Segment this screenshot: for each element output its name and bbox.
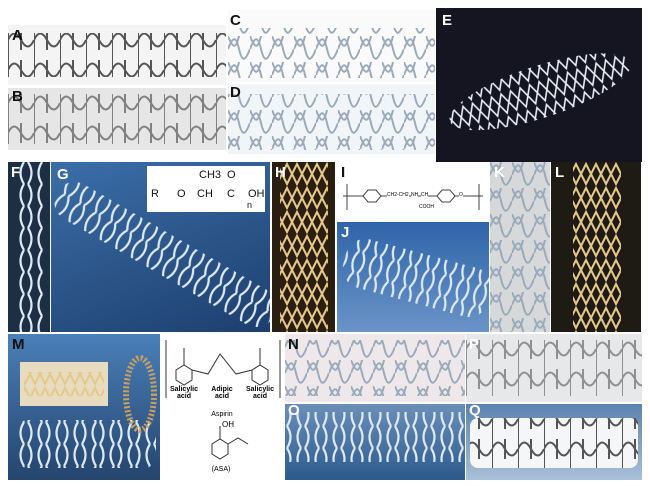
panel-label: P <box>469 336 480 353</box>
panel-q: Q <box>466 404 642 480</box>
panel-label: F <box>11 164 21 181</box>
pla-structure: R O CH CH3 C O n OH <box>147 166 265 212</box>
panel-g: G R O CH CH3 C O n OH <box>51 162 270 332</box>
panel-label: E <box>442 12 453 29</box>
panel-label: N <box>288 336 299 353</box>
panel-i: I CH2-CH2 NH CH COOH O <box>337 162 489 222</box>
panel-h: H <box>272 162 335 332</box>
panel-e: E <box>436 8 642 162</box>
panel-k: K <box>490 162 550 332</box>
panel-l: L <box>551 162 641 332</box>
panel-label: M <box>12 336 25 353</box>
panel-label: D <box>230 84 241 101</box>
panel-label: C <box>230 12 241 29</box>
panel-label: Q <box>469 404 481 419</box>
panel-label: L <box>555 164 565 181</box>
panel-label: B <box>12 88 23 105</box>
panel-o: O <box>285 404 465 480</box>
salicylate-structure: Salicylic acid Adipic acid Salicylic aci… <box>162 334 284 480</box>
panel-b: B <box>8 88 226 150</box>
panel-n: N <box>285 334 465 402</box>
panel-label: K <box>494 164 505 181</box>
inset-photo <box>20 362 108 406</box>
panel-label: O <box>288 404 300 419</box>
panel-m: M <box>8 334 160 480</box>
panel-label: A <box>12 27 23 44</box>
panel-label: G <box>57 166 69 183</box>
panel-d: D <box>228 84 435 154</box>
panel-j: J <box>337 222 489 332</box>
panel-label: J <box>341 224 350 241</box>
panel-label: I <box>341 164 346 181</box>
panel-p: P <box>466 334 642 402</box>
panel-a: A <box>8 25 226 85</box>
panel-c: C <box>228 10 435 82</box>
panel-f: F <box>8 162 50 332</box>
panel-label: H <box>275 164 286 181</box>
